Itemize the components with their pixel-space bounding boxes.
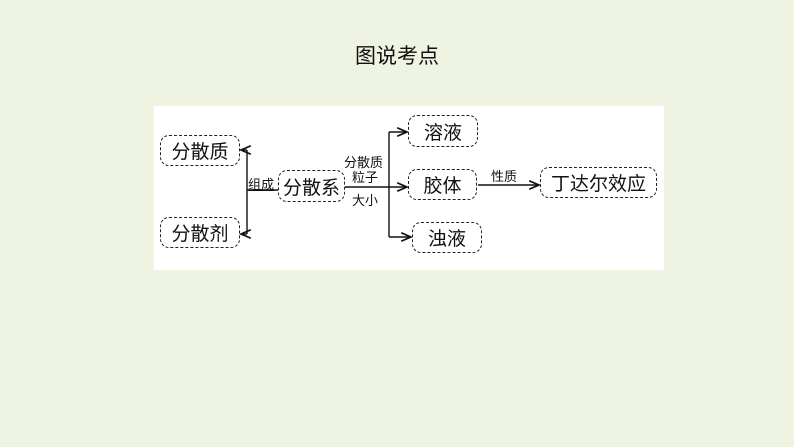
page-title: 图说考点 <box>355 44 439 68</box>
node-solute: 分散质 <box>160 135 240 166</box>
node-colloid: 胶体 <box>408 169 477 200</box>
label-property: 性质 <box>491 170 518 185</box>
label-particle-2: 粒子 <box>352 171 379 186</box>
node-suspension: 浊液 <box>412 222 482 253</box>
node-solution: 溶液 <box>408 115 478 147</box>
node-dispersion-system: 分散系 <box>278 170 345 202</box>
label-particle-1: 分散质 <box>344 156 384 171</box>
node-tyndall-effect: 丁达尔效应 <box>540 167 657 198</box>
label-composition: 组成 <box>248 178 275 193</box>
node-solvent: 分散剂 <box>160 217 240 248</box>
label-particle-3: 大小 <box>352 194 379 209</box>
